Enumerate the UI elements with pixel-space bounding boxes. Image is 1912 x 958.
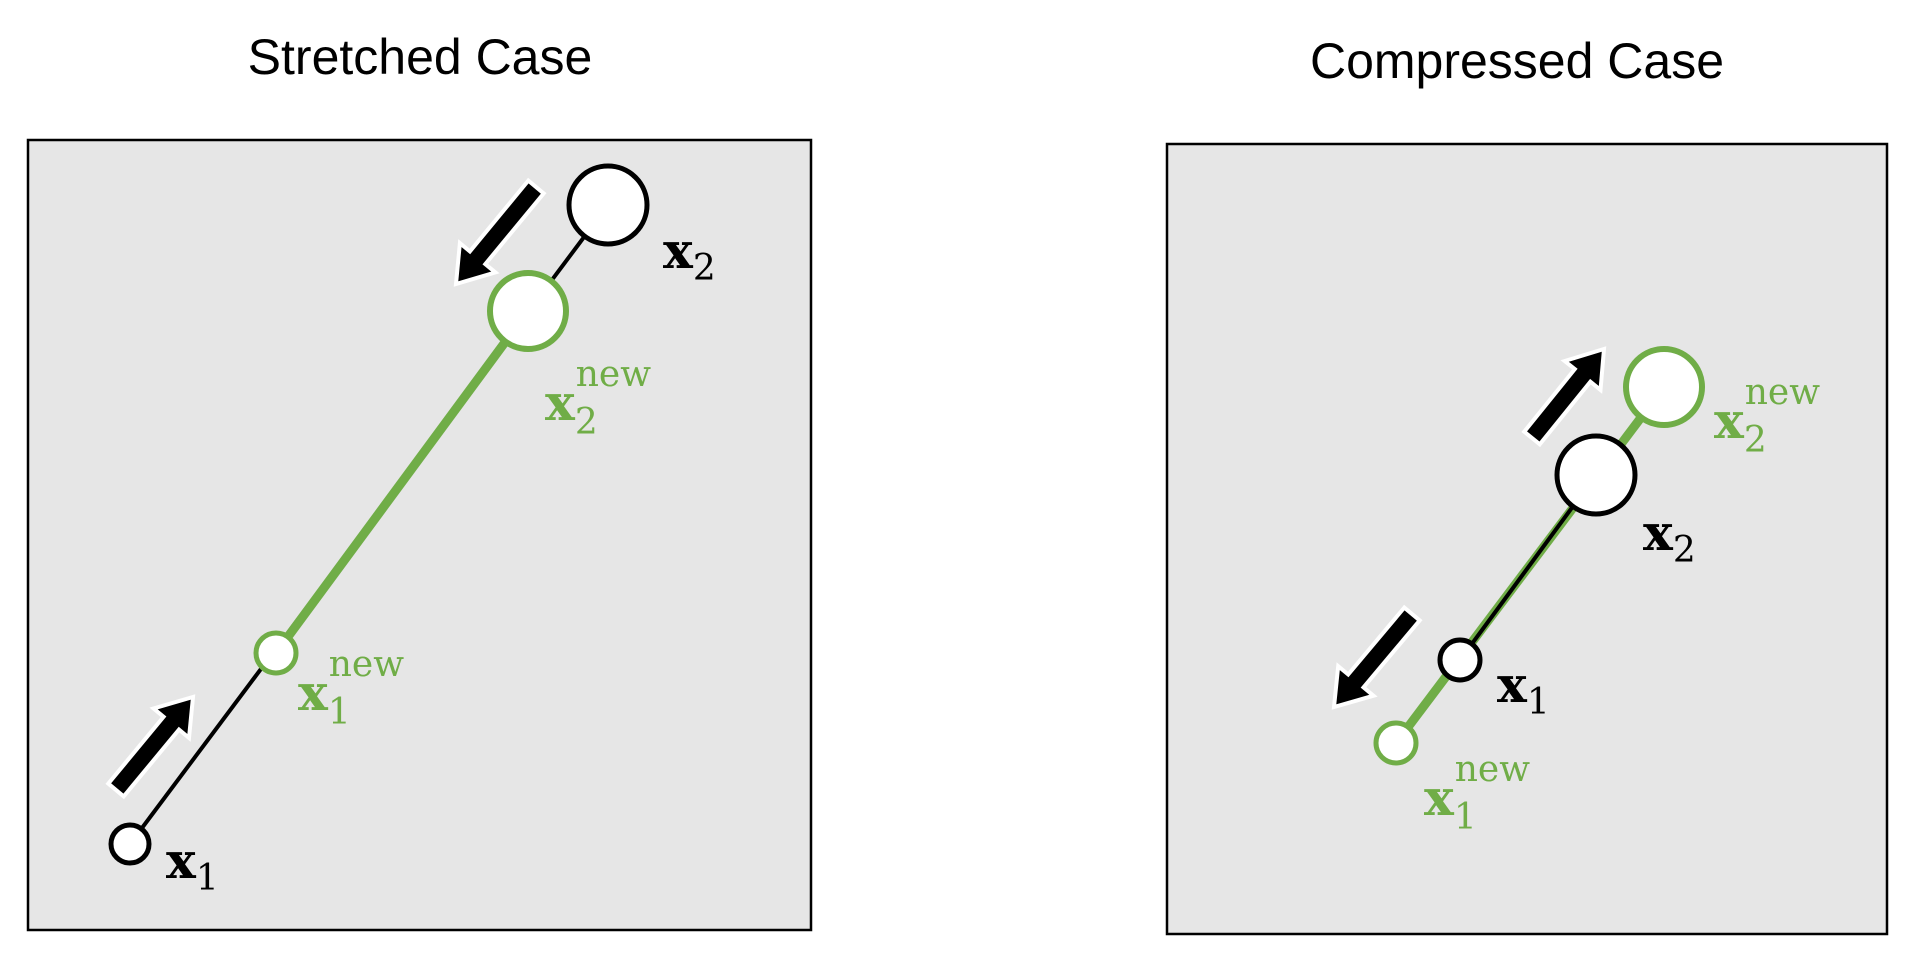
point-x2-new <box>1623 346 1705 428</box>
label-x2-new: x2new <box>1714 372 1820 461</box>
panel-title: Stretched Case <box>248 29 593 85</box>
label-x2-new: x2new <box>545 354 651 443</box>
compressed-panel: Compressed Case x2new x2 x1 x1new <box>1165 33 1889 936</box>
point-x2-new <box>487 270 569 352</box>
label-x2: x2 <box>1643 503 1696 571</box>
point-x1 <box>1437 637 1483 683</box>
stretched-panel: Stretched Case x2 x2new x1new x1 <box>26 29 813 932</box>
label-x1: x1 <box>166 831 219 899</box>
point-x2 <box>566 163 650 247</box>
label-x1: x1 <box>1497 655 1550 723</box>
arrow-down-left-icon <box>453 177 547 287</box>
point-x1-new <box>253 630 299 676</box>
point-x1 <box>108 822 152 866</box>
arrow-up-right-icon <box>105 694 196 800</box>
point-x1-new <box>1373 720 1419 766</box>
panel-box <box>26 138 813 932</box>
new-segment <box>272 308 532 656</box>
label-x2: x2 <box>663 221 716 289</box>
label-x1-new: x1new <box>1424 749 1530 838</box>
label-x1-new: x1new <box>298 644 404 733</box>
panel-box <box>1165 142 1889 936</box>
panel-title: Compressed Case <box>1310 33 1724 89</box>
point-x2 <box>1554 433 1638 517</box>
arrow-down-left-icon <box>1331 604 1423 710</box>
arrow-up-right-icon <box>1521 346 1607 448</box>
